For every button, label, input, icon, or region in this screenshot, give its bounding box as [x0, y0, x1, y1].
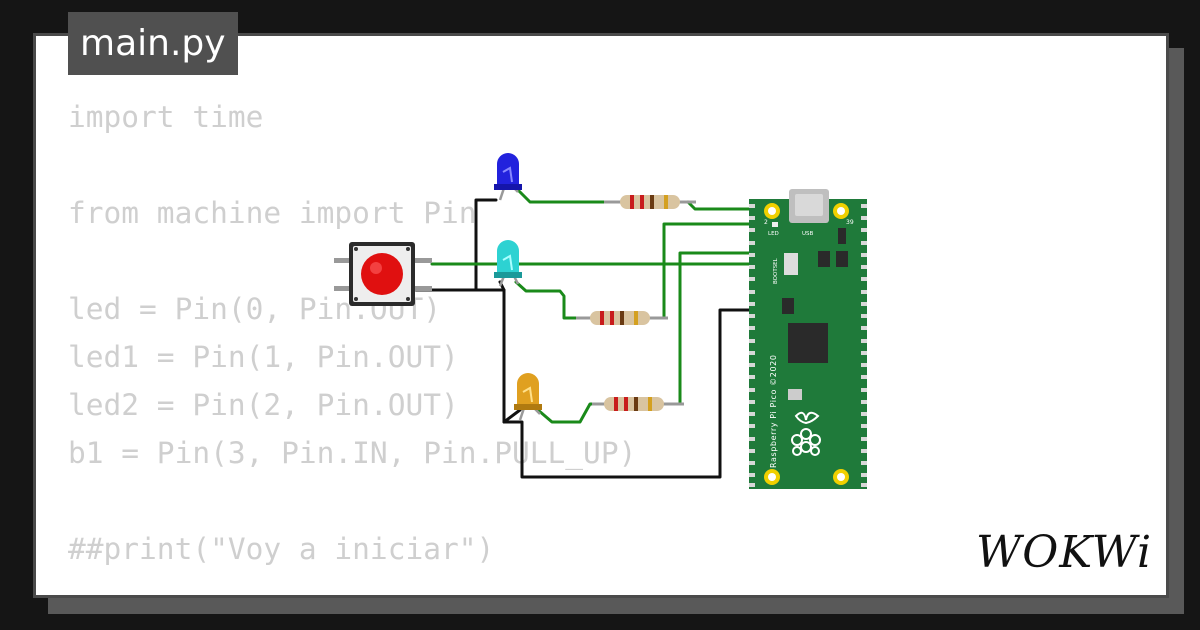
usb-label: USB	[802, 231, 814, 237]
led-blue[interactable]	[494, 153, 522, 201]
code-line: led2 = Pin(2, Pin.OUT)	[68, 388, 459, 422]
ground-wire[interactable]	[414, 198, 498, 292]
ground-wire[interactable]	[502, 408, 522, 424]
pushbutton[interactable]	[334, 242, 432, 306]
code-line: from machine import Pin	[68, 196, 477, 230]
resistor[interactable]	[592, 397, 684, 411]
onboard-led	[772, 222, 778, 227]
rp2040-chip	[788, 323, 828, 363]
file-tab-main-py[interactable]: main.py	[68, 12, 238, 75]
code-line: ##print("Voy a iniciar")	[68, 532, 495, 566]
code-line: import time	[68, 100, 264, 134]
led-wire[interactable]	[516, 188, 614, 204]
resistor[interactable]	[576, 311, 668, 325]
ground-wire-main[interactable]	[474, 288, 759, 479]
button-cap[interactable]	[361, 253, 403, 295]
bootsel-label: BOOTSEL	[773, 257, 779, 284]
led1-wire[interactable]	[514, 280, 584, 320]
signal-wire-gp2[interactable]	[658, 251, 759, 406]
signal-wire-gp0[interactable]	[686, 200, 759, 211]
led2-wire[interactable]	[536, 402, 602, 424]
pin-39-label: 39	[846, 219, 854, 226]
led-yellow[interactable]	[514, 373, 542, 421]
code-editor[interactable]: import time from machine import Pin led …	[68, 100, 636, 566]
resistor[interactable]	[604, 195, 696, 209]
board-model-label: Raspberry Pi Pico ©2020	[769, 354, 778, 468]
raspberry-pi-logo	[791, 411, 821, 456]
code-line: b1 = Pin(3, Pin.IN, Pin.PULL_UP)	[68, 436, 637, 470]
led-cyan[interactable]	[494, 240, 522, 287]
raspberry-pi-pico-board[interactable]: 2 39 LED USB BOOTSEL Raspberry Pi Pico ©…	[749, 189, 867, 489]
bootsel-button[interactable]	[784, 253, 798, 275]
signal-wire-gp1[interactable]	[648, 222, 759, 320]
wokwi-logo[interactable]: WOKWi	[976, 527, 1153, 578]
code-line: led1 = Pin(1, Pin.OUT)	[68, 340, 459, 374]
led-label: LED	[768, 231, 779, 237]
pin-2-label: 2	[764, 219, 768, 226]
